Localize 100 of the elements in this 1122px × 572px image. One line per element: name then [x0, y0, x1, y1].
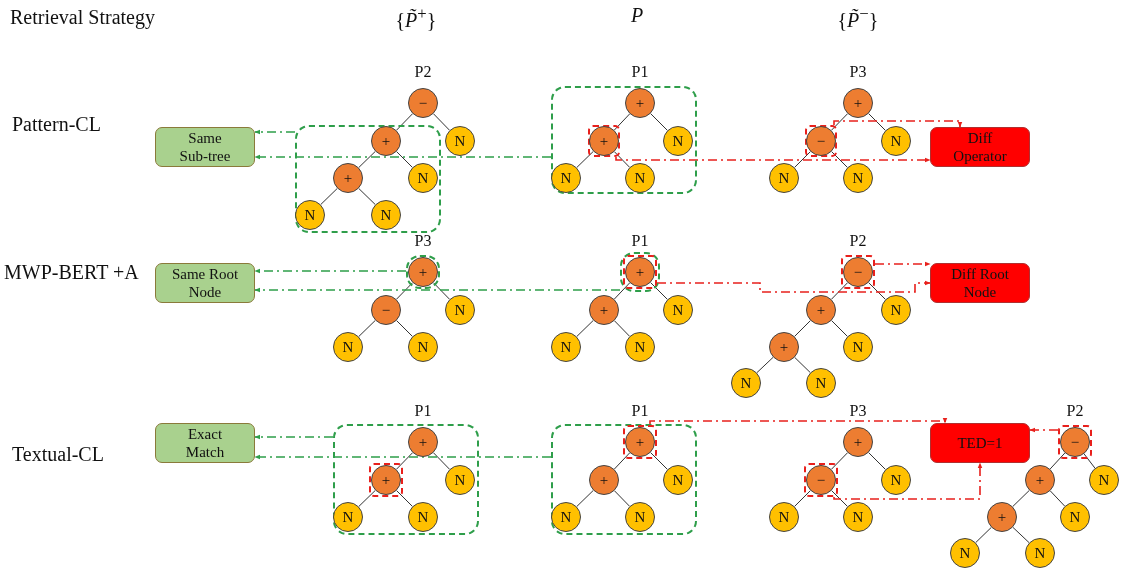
operator-node: − [371, 295, 401, 325]
operator-node: + [589, 465, 619, 495]
operator-node: + [333, 163, 363, 193]
arrow [615, 156, 931, 163]
tree-edge [396, 151, 413, 168]
tree-label: P2 [414, 63, 432, 81]
operand-node: N [333, 332, 363, 362]
header-text: Retrieval Strategy [10, 6, 155, 29]
tree-edge [1049, 452, 1066, 470]
operand-node: N [445, 126, 475, 156]
arrow [254, 434, 334, 440]
tree-edge [830, 452, 849, 470]
tree-edge [794, 151, 811, 168]
operand-node: N [806, 368, 836, 398]
operand-node: N [551, 163, 581, 193]
tree-edge [831, 151, 848, 168]
arrow [833, 120, 963, 128]
operand-node: N [1060, 502, 1090, 532]
tree-edge [432, 113, 451, 131]
arrow [254, 287, 621, 293]
tree-label: P1 [631, 63, 649, 81]
tree-edge [613, 452, 631, 470]
operand-node: N [333, 502, 363, 532]
row-label: Textual-CL [12, 443, 104, 466]
tree-edge [868, 113, 886, 131]
tree-edge [576, 489, 594, 508]
tree-edge [576, 150, 594, 169]
operator-node: + [987, 502, 1017, 532]
result-box: Diff Root Node [930, 263, 1030, 303]
result-box: Same Root Node [155, 263, 255, 303]
operand-node: N [881, 126, 911, 156]
tree-edge [830, 282, 849, 300]
tree-edge [358, 489, 376, 508]
operand-node: N [625, 502, 655, 532]
operator-node: + [769, 332, 799, 362]
tree-edge [975, 526, 992, 544]
tree-edge [613, 113, 631, 131]
arrow [254, 268, 407, 274]
tree-edge [395, 452, 414, 470]
tree-edge [613, 282, 631, 300]
operand-node: N [843, 163, 873, 193]
tree-edge [1049, 490, 1066, 507]
tree-edge [650, 282, 668, 300]
tree-edge [432, 282, 451, 300]
tree-edge [613, 320, 631, 337]
operand-node: N [295, 200, 325, 230]
tree-edge [868, 282, 886, 300]
tree-edge [794, 356, 811, 374]
tree-edge [358, 187, 376, 206]
tree-edge [396, 320, 413, 337]
tree-edge [432, 452, 451, 470]
arrow [254, 154, 552, 160]
tree-edge [395, 113, 414, 131]
tree-label: P1 [631, 232, 649, 250]
tree-label: P2 [849, 232, 867, 250]
row-label: Pattern-CL [12, 113, 101, 136]
arrow [1029, 427, 1059, 433]
operand-node: N [663, 295, 693, 325]
tree-edge [830, 113, 849, 131]
operand-node: N [551, 332, 581, 362]
arrow [874, 261, 931, 267]
operator-node: − [806, 126, 836, 156]
arrow [254, 454, 552, 460]
operand-node: N [843, 332, 873, 362]
arrow [833, 462, 983, 500]
tree-label: P2 [1066, 402, 1084, 420]
row-label: MWP-BERT +A [4, 261, 139, 284]
operator-node: + [1025, 465, 1055, 495]
tree-edge [1012, 526, 1030, 544]
operand-node: N [950, 538, 980, 568]
tree-edge [794, 490, 811, 507]
tree-edge [756, 356, 774, 374]
operand-node: N [663, 126, 693, 156]
tree-edge [613, 151, 631, 168]
tree-label: P3 [849, 63, 867, 81]
tree-edge [650, 113, 668, 131]
tree-label: P1 [414, 402, 432, 420]
operator-node: + [589, 295, 619, 325]
result-box: Exact Match [155, 423, 255, 463]
operand-node: N [663, 465, 693, 495]
operand-node: N [1089, 465, 1119, 495]
operand-node: N [408, 502, 438, 532]
tree-edge [794, 320, 811, 337]
tree-edge [613, 490, 631, 507]
tree-edge [358, 319, 376, 338]
operand-node: N [625, 163, 655, 193]
arrow [656, 280, 931, 293]
operand-node: N [881, 295, 911, 325]
operand-node: N [1025, 538, 1055, 568]
operator-node: + [589, 126, 619, 156]
tree-edge [650, 452, 668, 470]
tree-label: P1 [631, 402, 649, 420]
operand-node: N [408, 332, 438, 362]
operand-node: N [408, 163, 438, 193]
operand-node: N [551, 502, 581, 532]
operand-node: N [731, 368, 761, 398]
tree-edge [358, 150, 376, 169]
column-header: P [631, 4, 644, 27]
operator-node: + [371, 126, 401, 156]
operator-node: + [806, 295, 836, 325]
